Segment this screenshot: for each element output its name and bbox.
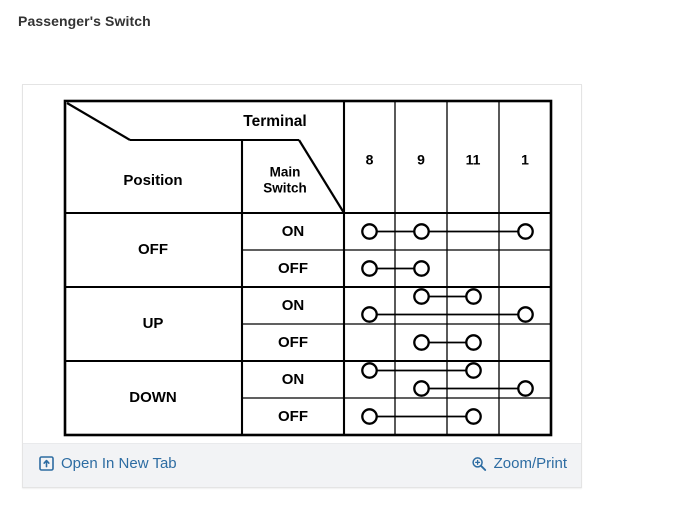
header-position-label: Position [123,172,182,189]
terminal-node-11 [465,362,482,379]
main-switch-label-0-0: ON [282,223,305,240]
zoom-print-link[interactable]: Zoom/Print [471,455,567,472]
header-main-switch-label-line1: Main [270,165,301,180]
open-in-new-tab-link[interactable]: Open In New Tab [39,455,177,472]
terminal-header-3: 1 [521,152,529,168]
external-link-icon [39,456,54,471]
terminal-node-9 [413,260,430,277]
diagram-card: Terminal Position Main Switch 8 9 11 1 O… [22,84,582,488]
position-label-0: OFF [138,241,168,258]
main-switch-label-1-0: ON [282,297,305,314]
terminal-node-1 [517,306,534,323]
terminal-node-8 [361,306,378,323]
terminal-node-1 [517,380,534,397]
terminal-node-8 [361,223,378,240]
terminal-node-1 [517,223,534,240]
header-diagonal-upper [66,102,131,141]
terminal-header-1: 9 [417,152,425,168]
terminal-header-0: 8 [366,152,374,168]
main-switch-label-0-1: OFF [278,260,308,277]
terminal-node-9 [413,223,430,240]
position-label-2: DOWN [129,389,177,406]
position-label-1: UP [143,315,164,332]
terminal-header-2: 11 [466,152,481,168]
magnifier-plus-icon [471,456,486,471]
terminal-node-8 [361,408,378,425]
page-title: Passenger's Switch [18,13,151,29]
terminal-node-8 [361,260,378,277]
switch-diagram-area: Terminal Position Main Switch 8 9 11 1 O… [23,85,581,443]
header-terminal-label: Terminal [243,113,306,130]
terminal-node-11 [465,288,482,305]
card-footer: Open In New Tab Zoom/Print [23,443,581,487]
passenger-switch-truth-table: Terminal Position Main Switch 8 9 11 1 O… [63,99,553,437]
terminal-node-11 [465,408,482,425]
continuity-layer [361,223,534,425]
header-diagonal-lower [298,139,345,214]
open-in-new-tab-label: Open In New Tab [61,455,177,472]
main-switch-label-1-1: OFF [278,334,308,351]
zoom-print-label: Zoom/Print [493,455,567,472]
table-outer-border [63,99,553,437]
terminal-node-8 [361,362,378,379]
main-switch-label-2-0: ON [282,371,305,388]
terminal-node-9 [413,380,430,397]
terminal-node-9 [413,334,430,351]
main-switch-label-2-1: OFF [278,408,308,425]
terminal-node-9 [413,288,430,305]
terminal-node-11 [465,334,482,351]
header-main-switch-label-line2: Switch [263,181,307,196]
